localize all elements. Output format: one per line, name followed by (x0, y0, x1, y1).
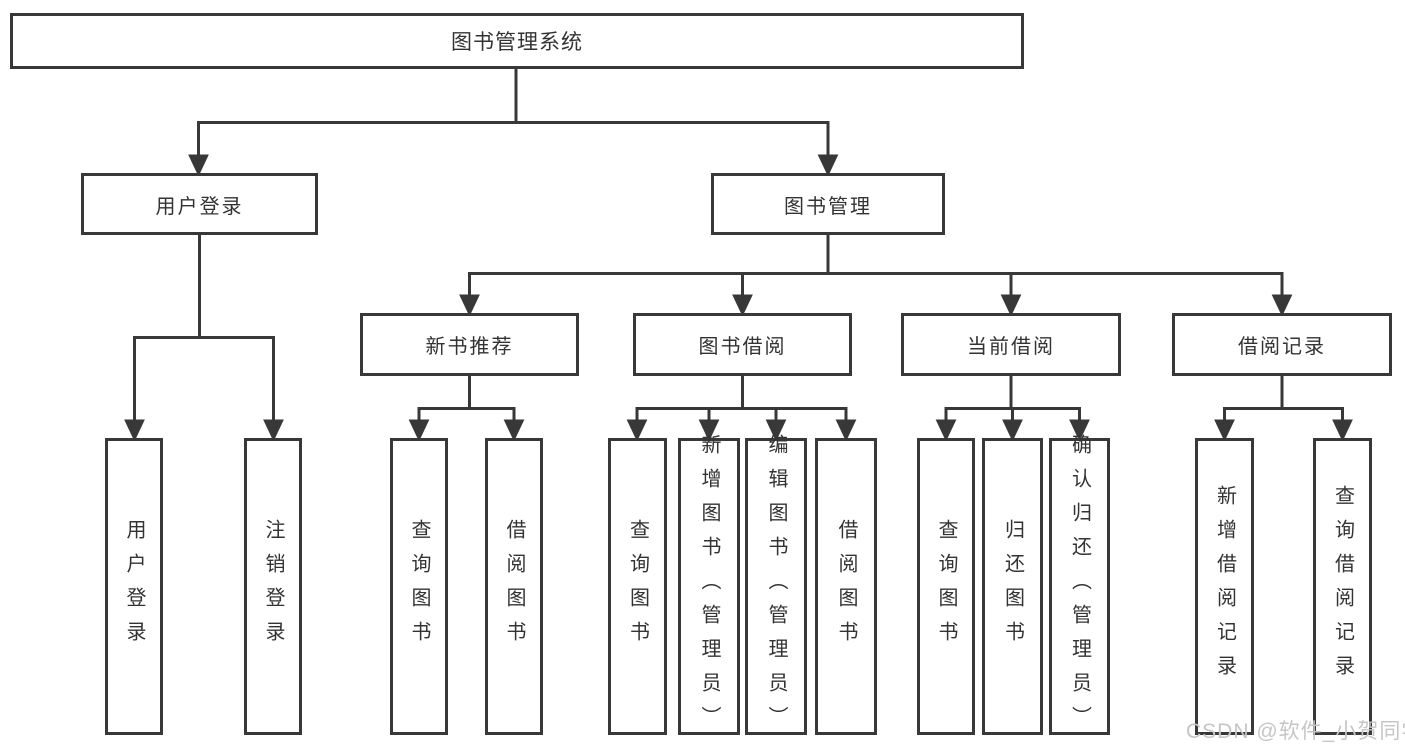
node-label: 用户登录 (155, 195, 244, 218)
leaf-query-books-current: 查询图书 (917, 438, 975, 735)
leaf-query-books-recommend: 查询图书 (390, 438, 448, 735)
leaf-label: 查询图书 (408, 518, 430, 655)
node-label: 当前借阅 (967, 336, 1055, 358)
leaf-borrow-books: 借阅图书 (815, 438, 877, 735)
leaf-add-books-admin: 新增图书（管理员） (678, 434, 740, 740)
node-label: 图书管理 (784, 195, 872, 218)
node-borrowing-records: 借阅记录 (1172, 313, 1392, 376)
node-current-borrowing: 当前借阅 (901, 313, 1121, 376)
leaf-query-books-borrow: 查询图书 (608, 438, 667, 735)
leaf-label: 注销登录 (262, 518, 284, 655)
connector-records-to-leaves (1214, 376, 1353, 442)
leaf-borrow-books-recommend: 借阅图书 (485, 438, 543, 735)
leaf-label: 查询图书 (626, 518, 649, 655)
leaf-logout: 注销登录 (244, 438, 302, 735)
leaf-label: 确认归还（管理员） (1068, 433, 1091, 740)
connector-current-to-leaves (935, 376, 1090, 442)
node-label: 图书借阅 (698, 336, 787, 358)
node-book-borrowing: 图书借阅 (633, 313, 852, 376)
leaf-label: 新增借阅记录 (1213, 484, 1236, 689)
leaf-label: 用户登录 (123, 518, 145, 655)
connector-root-to-level2 (188, 69, 839, 177)
node-label: 新书推荐 (425, 336, 514, 358)
leaf-label: 查询借阅记录 (1331, 484, 1354, 689)
node-label: 借阅记录 (1238, 336, 1326, 358)
leaf-user-login: 用户登录 (105, 438, 163, 735)
node-library-management-system: 图书管理系统 (10, 13, 1024, 69)
leaf-label: 借阅图书 (835, 518, 857, 655)
connector-user-login-to-leaves (124, 235, 284, 442)
leaf-add-borrow-record: 新增借阅记录 (1195, 438, 1254, 735)
connector-book-management-to-level3 (459, 235, 1293, 317)
connector-recommend-to-leaves (408, 376, 525, 442)
leaf-confirm-return-admin: 确认归还（管理员） (1049, 434, 1110, 740)
connector-borrow-to-leaves (626, 376, 857, 442)
leaf-label: 新增图书（管理员） (698, 433, 720, 740)
leaf-label: 归还图书 (1001, 518, 1024, 655)
csdn-watermark: CSDN @软件_小贺同学 (1186, 720, 1405, 743)
leaf-label: 查询图书 (935, 518, 957, 655)
leaf-label: 编辑图书（管理员） (765, 433, 787, 740)
leaf-query-borrow-record: 查询借阅记录 (1313, 438, 1372, 735)
node-new-book-recommendation: 新书推荐 (360, 313, 579, 376)
node-book-management-branch: 图书管理 (711, 173, 945, 235)
leaf-label: 借阅图书 (503, 518, 525, 655)
node-user-login-branch: 用户登录 (81, 173, 318, 235)
leaf-edit-books-admin: 编辑图书（管理员） (745, 434, 807, 740)
node-label: 图书管理系统 (451, 31, 583, 54)
leaf-return-books: 归还图书 (982, 438, 1043, 735)
